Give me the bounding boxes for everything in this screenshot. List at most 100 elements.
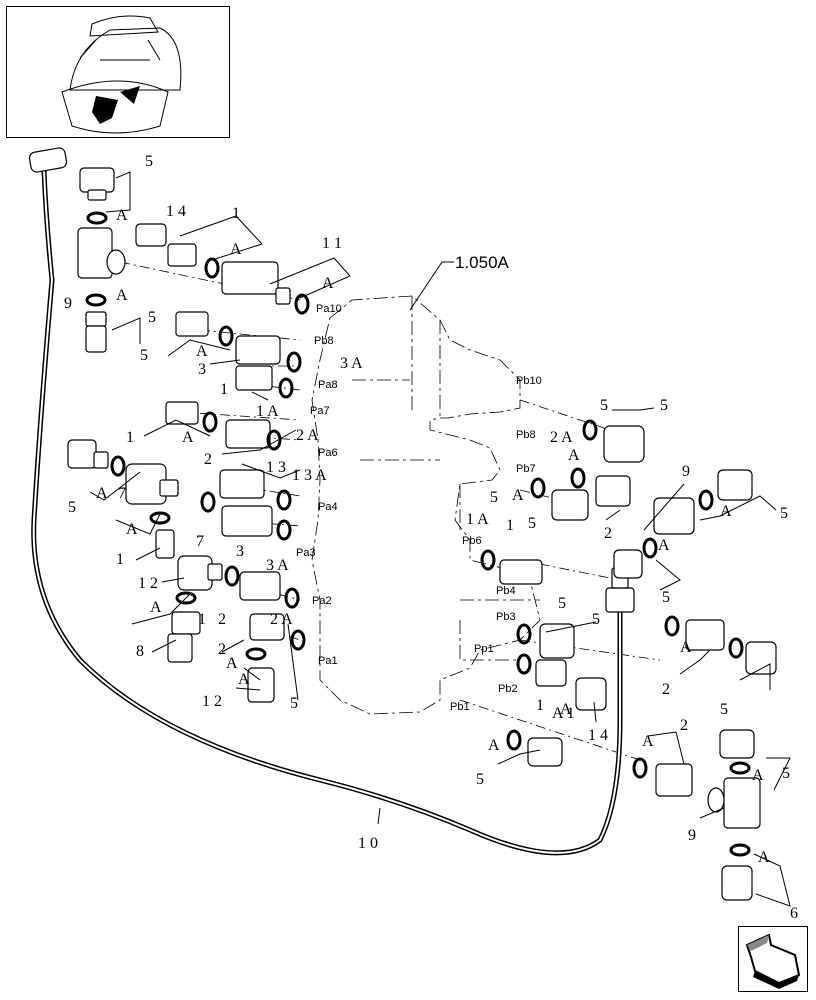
callout: 2 — [680, 717, 688, 734]
callout: A — [720, 503, 732, 520]
port-label: Pa3 — [296, 547, 316, 559]
callout: 2 — [218, 641, 226, 658]
callout: 1 — [506, 517, 514, 534]
port-label: Pb3 — [496, 611, 516, 623]
callout: A — [96, 485, 108, 502]
port-label: Pb8 — [516, 429, 536, 441]
callout: A — [196, 343, 208, 360]
callout: 7 — [118, 485, 126, 502]
callout: 5 — [490, 489, 498, 506]
callout: 1 A — [466, 511, 489, 528]
port-label: Pb1 — [450, 701, 470, 713]
callout: 1 A — [256, 403, 279, 420]
port-label: Pb7 — [516, 463, 536, 475]
callout: 5 — [592, 611, 600, 628]
callout: 1 4 — [588, 727, 608, 744]
part-callouts: 5 A 1 4 1 A 1 1 A 9 A 5 5 A 3 3 A 1 1 A … — [64, 153, 798, 922]
callout: 1 — [116, 551, 124, 568]
callout: 2 A — [296, 427, 319, 444]
callout: 7 — [196, 533, 204, 550]
machine-thumbnail[interactable] — [6, 6, 230, 138]
callout: 5 — [476, 771, 484, 788]
callout: 5 — [558, 595, 566, 612]
port-label: Pb2 — [498, 683, 518, 695]
callout: 1 — [198, 611, 206, 628]
callout: 1 3 — [266, 459, 286, 476]
callout: 5 — [148, 309, 156, 326]
callout: A — [182, 429, 194, 446]
callout: 1 — [536, 697, 544, 714]
callout: A — [126, 521, 138, 538]
callout: 2 — [662, 681, 670, 698]
callout: 9 — [688, 827, 696, 844]
port-label: Pb8 — [314, 335, 334, 347]
callout: A — [150, 599, 162, 616]
callout: 1 2 — [202, 693, 222, 710]
callout: 5 — [600, 397, 608, 414]
callout: A — [116, 287, 128, 304]
callout: 5 — [290, 695, 298, 712]
callout: 5 — [662, 589, 670, 606]
callout: A — [752, 767, 764, 784]
port-label: Pa4 — [318, 501, 338, 513]
callout: A — [116, 207, 128, 224]
callout: A — [512, 487, 524, 504]
callout: 5 — [780, 505, 788, 522]
callout: 2 — [218, 611, 226, 628]
callout: 2 — [604, 525, 612, 542]
callout: A — [560, 701, 572, 718]
arrow-icon — [745, 933, 801, 989]
callout: A — [680, 639, 692, 656]
callout: A — [658, 537, 670, 554]
port-label: Pb10 — [516, 375, 542, 387]
port-label: Pa10 — [316, 303, 342, 315]
callout: 9 — [682, 463, 690, 480]
callout: A 1 — [552, 705, 575, 722]
port-label: Pa2 — [312, 595, 332, 607]
port-label: Pb4 — [496, 585, 516, 597]
port-label: Pa8 — [318, 379, 338, 391]
callout: A — [238, 671, 250, 688]
callout: 9 — [64, 295, 72, 312]
port-label: Pp1 — [474, 643, 494, 655]
callout: A — [642, 733, 654, 750]
control-valve-outline — [311, 295, 541, 715]
callout: 1 2 — [138, 575, 158, 592]
callout: 2 A — [270, 611, 293, 628]
port-label: Pa6 — [318, 447, 338, 459]
callout: 5 — [660, 397, 668, 414]
callout: 1 0 — [358, 835, 378, 852]
callout: 1 — [220, 381, 228, 398]
callout: 2 — [204, 451, 212, 468]
callout: A — [226, 655, 238, 672]
callout: 1 3 A — [292, 467, 327, 484]
callout: 5 — [528, 515, 536, 532]
leader-lines — [89, 171, 791, 907]
callout: A — [488, 737, 500, 754]
port-label: Pa7 — [310, 405, 330, 417]
port-label: Pb6 — [462, 535, 482, 547]
callout: A — [568, 447, 580, 464]
callout: 5 — [720, 701, 728, 718]
navigation-button[interactable] — [738, 926, 808, 992]
callout: 5 — [782, 765, 790, 782]
callout: 6 — [790, 905, 798, 922]
callout: 3 A — [340, 355, 363, 372]
callout: 1 — [126, 429, 134, 446]
callout: 8 — [136, 643, 144, 660]
callout: 1 — [232, 205, 240, 222]
callout: 5 — [68, 499, 76, 516]
port-label: Pa1 — [318, 655, 338, 667]
reference-label[interactable]: 1.050A — [455, 253, 510, 272]
callout: A — [758, 849, 770, 866]
callout: 3 — [198, 361, 206, 378]
callout: 5 — [140, 347, 148, 364]
callout: 2 A — [550, 429, 573, 446]
callout: 3 — [236, 543, 244, 560]
callout: 3 A — [266, 557, 289, 574]
machine-thumbnail-image — [61, 15, 182, 134]
callout: 5 — [145, 153, 153, 170]
callout: 1 1 — [322, 235, 342, 252]
